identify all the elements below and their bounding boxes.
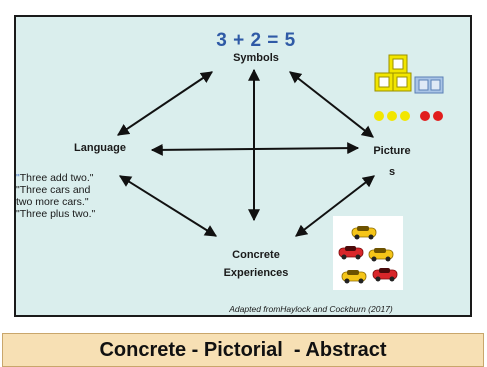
node-concrete-experiences: Concrete Experiences — [223, 249, 289, 279]
quote-line: "Three plus two." — [16, 208, 96, 220]
node-pictures: Picture s — [373, 145, 411, 178]
arrow-language-pictures — [150, 142, 360, 156]
equation-title: 3 + 2 = 5 — [216, 30, 296, 51]
arrow-symbols-language — [117, 71, 213, 136]
banner-title: Concrete - Pictorial - Abstract — [99, 339, 387, 361]
yellow-car-icon — [351, 226, 377, 240]
quote-line: "Three cars and — [16, 184, 91, 196]
cpa-banner: Concrete - Pictorial - Abstract — [2, 333, 484, 367]
yellow-car-icon — [341, 270, 367, 284]
counter-dots-icon — [374, 111, 443, 121]
red-car-icon — [372, 268, 398, 282]
node-symbols: Symbols — [233, 52, 279, 64]
red-car-icon — [338, 246, 364, 260]
arrow-symbols-pictures — [289, 71, 374, 138]
yellow-car-icon — [368, 248, 394, 262]
arrow-language-concrete — [118, 175, 218, 237]
blocks-picture-icon — [374, 54, 444, 94]
node-language: Language — [74, 142, 126, 154]
language-examples: "Three add two." "Three cars and two mor… — [16, 172, 126, 220]
quote-line: two more cars." — [16, 196, 89, 208]
source-credit: Adapted fromHaylock and Cockburn (2017) — [229, 304, 393, 314]
arrow-pictures-concrete — [295, 175, 375, 237]
toy-cars-image — [333, 216, 403, 290]
quote-line: "Three add two." — [16, 172, 94, 184]
